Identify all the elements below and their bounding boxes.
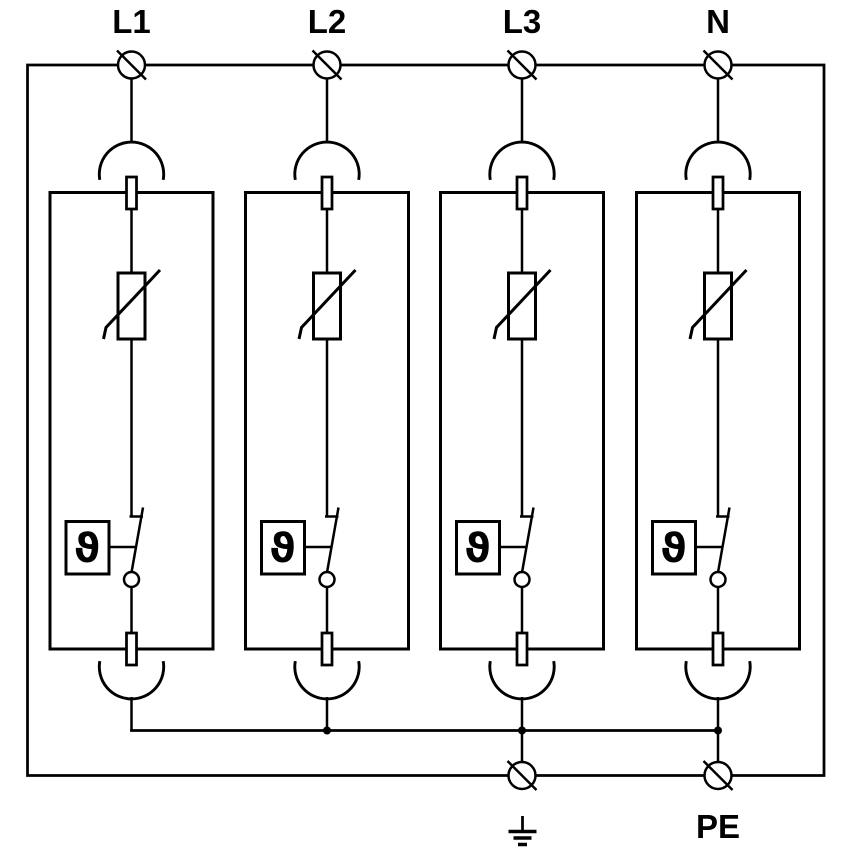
spd-module-l3 <box>439 49 605 733</box>
label-pe: PE <box>696 808 740 845</box>
junction-dot <box>714 726 722 735</box>
junction-dot <box>518 726 526 735</box>
label-n: N <box>706 3 730 40</box>
label-l3: L3 <box>503 3 542 40</box>
earth-ground-icon <box>508 816 537 847</box>
enclosure-outline <box>26 63 826 777</box>
screw-terminal-icon <box>506 760 538 791</box>
junction-dot <box>323 726 331 735</box>
spd-module-l2 <box>244 49 410 733</box>
spd-module-n <box>635 49 801 733</box>
spd-module-l1 <box>48 49 215 733</box>
label-l1: L1 <box>112 3 151 40</box>
label-l2: L2 <box>308 3 347 40</box>
screw-terminal-icon <box>702 760 734 791</box>
